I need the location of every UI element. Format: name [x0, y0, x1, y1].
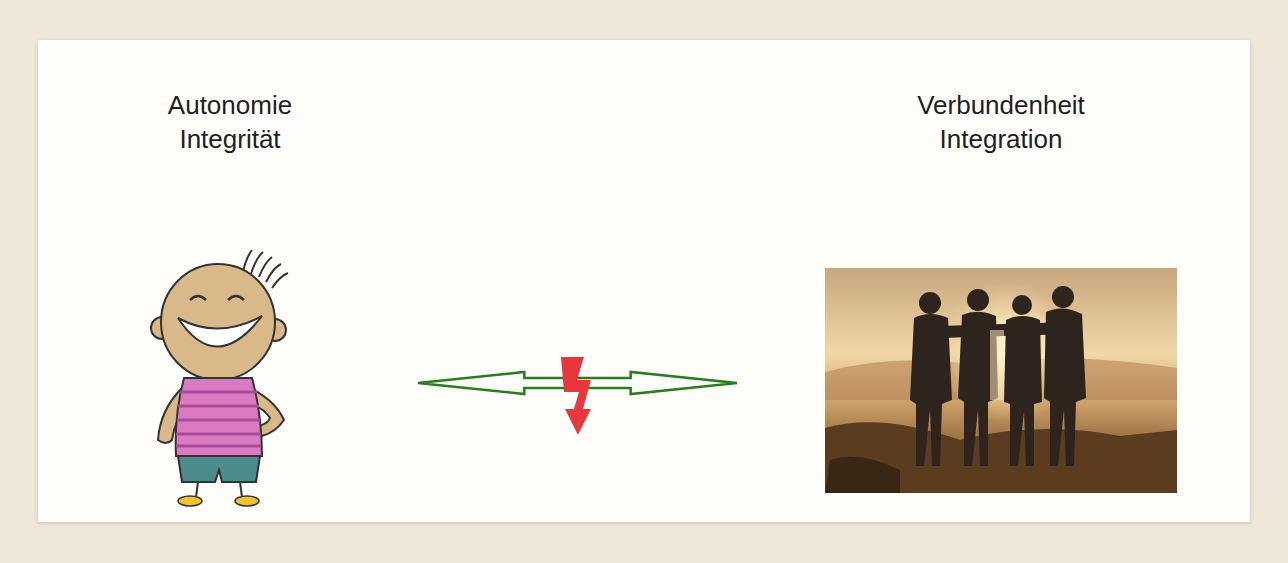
concept-label: Autonomie	[50, 88, 410, 122]
child-cartoon	[151, 250, 288, 506]
concept-label: Integration	[745, 122, 1257, 156]
concept-group: VerbundenheitIntegration	[745, 78, 1257, 518]
concept-group: AutonomieIntegrität	[50, 78, 410, 518]
concept-label: Verbundenheit	[745, 88, 1257, 122]
friends-photo	[825, 268, 1177, 493]
concept-label: Integrität	[50, 122, 410, 156]
lightning-bolt	[561, 357, 591, 435]
